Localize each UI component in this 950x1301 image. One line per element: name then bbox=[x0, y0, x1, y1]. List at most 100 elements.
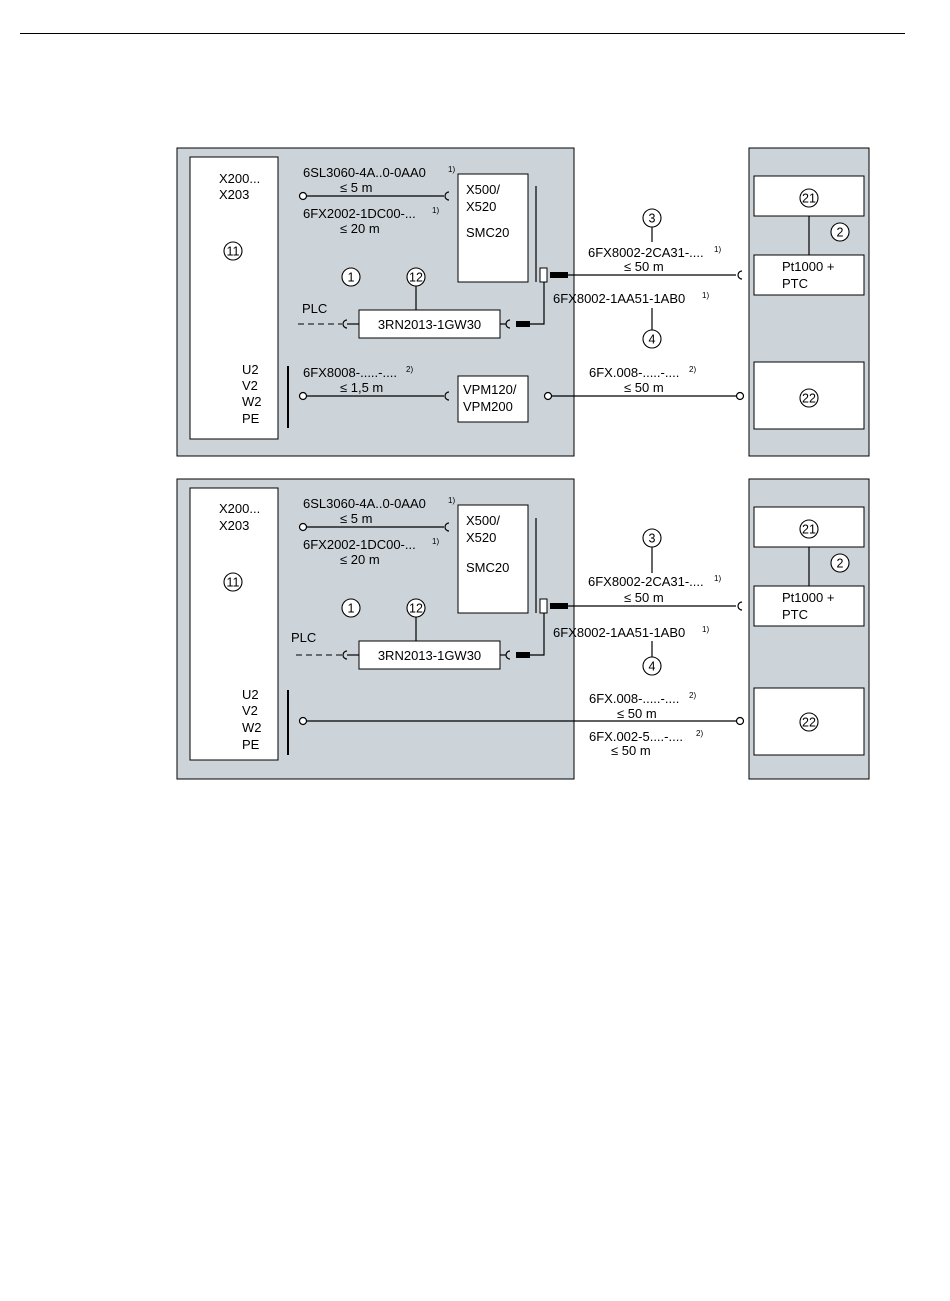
smc-label: X520 bbox=[466, 199, 496, 214]
drive-module-box bbox=[189, 487, 279, 761]
footnote-mark: 1) bbox=[702, 291, 709, 300]
callout-3: 3 bbox=[642, 528, 662, 548]
callout-11: 11 bbox=[223, 572, 243, 592]
footnote-mark: 1) bbox=[448, 496, 455, 505]
encoder-cable-part: 6SL3060-4A..0-0AA0 bbox=[303, 165, 426, 180]
sensor-plug-housing bbox=[539, 598, 548, 614]
power-terminal-label: PE bbox=[242, 411, 260, 426]
callout-11: 11 bbox=[223, 241, 243, 261]
footnote-mark: 1) bbox=[702, 625, 709, 634]
encoder-cable-length: ≤ 5 m bbox=[340, 180, 372, 195]
temperature-sensor-box bbox=[753, 585, 865, 627]
svg-text:11: 11 bbox=[227, 576, 240, 590]
svg-text:21: 21 bbox=[802, 523, 816, 537]
sensor-cable-part: 6FX8002-1AA51-1AB0 bbox=[553, 625, 685, 640]
diagram-a: X200... X203 11 U2 V2 W2 PE 6SL3060-4A..… bbox=[176, 147, 870, 457]
callout-21: 21 bbox=[799, 188, 819, 208]
drive-terminal-label: X200... bbox=[219, 501, 260, 516]
vpm-module-box bbox=[457, 375, 529, 423]
plug-connector bbox=[550, 603, 568, 609]
relay-to-sensor-line bbox=[530, 282, 545, 325]
encoder-cable-alt-length: ≤ 20 m bbox=[340, 552, 380, 567]
callout-22: 22 bbox=[799, 388, 819, 408]
socket-connector bbox=[342, 650, 348, 660]
sensor-cable-length: ≤ 50 m bbox=[624, 259, 664, 274]
callout-1: 1 bbox=[341, 267, 361, 287]
encoder-cable-length: ≤ 5 m bbox=[340, 511, 372, 526]
encoder-cable-alt-part: 6FX2002-1DC00-... bbox=[303, 537, 416, 552]
svg-text:3: 3 bbox=[649, 532, 656, 546]
sensor-label: PTC bbox=[782, 607, 808, 622]
footnote-mark: 2) bbox=[689, 691, 696, 700]
plug-connector bbox=[550, 272, 568, 278]
connector-end bbox=[298, 716, 308, 726]
svg-text:2: 2 bbox=[837, 226, 844, 240]
plc-label: PLC bbox=[302, 301, 327, 316]
drive-module-box bbox=[189, 156, 279, 440]
relay-box bbox=[358, 309, 501, 339]
callout-2: 2 bbox=[830, 222, 850, 242]
power-terminal-label: U2 bbox=[242, 362, 259, 377]
power-cable-short-part: 6FX8008-.....-.... bbox=[303, 365, 397, 380]
smc-label: SMC20 bbox=[466, 225, 509, 240]
connector-end bbox=[735, 716, 745, 726]
connector-end bbox=[735, 391, 745, 401]
socket-connector bbox=[342, 319, 348, 329]
power-terminal-label: U2 bbox=[242, 687, 259, 702]
smc-label: SMC20 bbox=[466, 560, 509, 575]
footnote-mark: 2) bbox=[696, 729, 703, 738]
socket-connector bbox=[444, 391, 450, 401]
smc-label: X520 bbox=[466, 530, 496, 545]
sensor-label: PTC bbox=[782, 276, 808, 291]
power-terminal-label: W2 bbox=[242, 720, 262, 735]
footnote-mark: 1) bbox=[448, 165, 455, 174]
power-cable-short-length: ≤ 1,5 m bbox=[340, 380, 383, 395]
power-cable-long-part: 6FX.008-.....-.... bbox=[589, 365, 679, 380]
drive-terminal-label: X203 bbox=[219, 518, 249, 533]
plug-connector bbox=[516, 321, 530, 327]
connector-end bbox=[298, 522, 308, 532]
callout-12: 12 bbox=[406, 267, 426, 287]
connector-end bbox=[298, 391, 308, 401]
socket-connector bbox=[444, 522, 450, 532]
footnote-mark: 1) bbox=[714, 245, 721, 254]
sensor-cable-part: 6FX8002-2CA31-.... bbox=[588, 574, 704, 589]
callout-4: 4 bbox=[642, 656, 662, 676]
callout-3: 3 bbox=[642, 208, 662, 228]
svg-text:2: 2 bbox=[837, 557, 844, 571]
svg-text:1: 1 bbox=[348, 602, 355, 616]
power-terminal-label: V2 bbox=[242, 703, 258, 718]
power-cable-long-part: 6FX.008-.....-.... bbox=[589, 691, 679, 706]
connector-end bbox=[298, 191, 308, 201]
footnote-mark: 2) bbox=[406, 365, 413, 374]
svg-text:11: 11 bbox=[227, 245, 240, 259]
sensor-cable-part: 6FX8002-2CA31-.... bbox=[588, 245, 704, 260]
socket-connector bbox=[737, 270, 743, 280]
smc-label: X500/ bbox=[466, 513, 500, 528]
motor-block-22 bbox=[753, 361, 865, 430]
power-cable-alt-length: ≤ 50 m bbox=[611, 743, 651, 758]
sensor-cable-part: 6FX8002-1AA51-1AB0 bbox=[553, 291, 685, 306]
svg-text:21: 21 bbox=[802, 192, 816, 206]
svg-text:1: 1 bbox=[348, 271, 355, 285]
callout-1: 1 bbox=[341, 598, 361, 618]
encoder-cable-alt-part: 6FX2002-1DC00-... bbox=[303, 206, 416, 221]
svg-text:12: 12 bbox=[409, 602, 423, 616]
svg-text:12: 12 bbox=[409, 271, 423, 285]
callout-12: 12 bbox=[406, 598, 426, 618]
socket-connector bbox=[737, 601, 743, 611]
sensor-plug-housing bbox=[539, 267, 548, 283]
svg-text:22: 22 bbox=[802, 716, 816, 730]
relay-label: 3RN2013-1GW30 bbox=[378, 648, 481, 663]
temperature-sensor-box bbox=[753, 254, 865, 296]
power-terminal-label: V2 bbox=[242, 378, 258, 393]
page-header-rule bbox=[20, 33, 905, 34]
encoder-cable-part: 6SL3060-4A..0-0AA0 bbox=[303, 496, 426, 511]
smc20-module-box bbox=[457, 504, 529, 614]
vpm-label: VPM120/ bbox=[463, 382, 517, 397]
footnote-mark: 1) bbox=[432, 206, 439, 215]
diagram-b: X200... X203 11 U2 V2 W2 PE 6SL3060-4A..… bbox=[176, 478, 870, 780]
sensor-label: Pt1000 + bbox=[782, 259, 834, 274]
encoder-cable-alt-length: ≤ 20 m bbox=[340, 221, 380, 236]
